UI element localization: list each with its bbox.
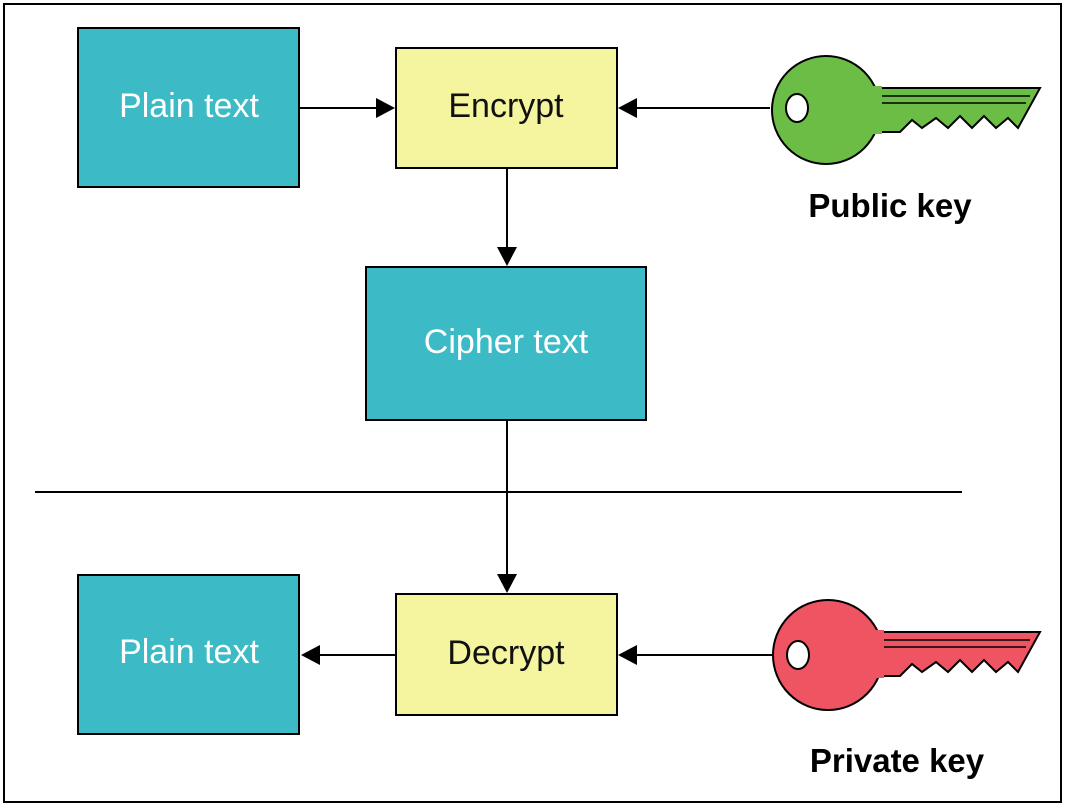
arrowhead-decrypt-right — [618, 645, 637, 665]
node-plain-text-bottom: Plain text — [77, 574, 300, 735]
node-encrypt: Encrypt — [395, 47, 618, 169]
private-key-icon — [772, 599, 1042, 711]
public-key-icon — [771, 55, 1042, 165]
connectors — [299, 107, 772, 656]
arrowhead-cipher-top — [497, 247, 517, 266]
node-plain-text-top: Plain text — [77, 27, 300, 188]
node-decrypt: Decrypt — [395, 593, 618, 716]
node-label: Decrypt — [447, 634, 565, 672]
arrowhead-plain-bottom — [301, 645, 320, 665]
node-label: Cipher text — [424, 323, 589, 361]
arrowhead-encrypt-left — [376, 98, 395, 118]
arrowhead-decrypt-top — [497, 574, 517, 593]
arrowhead-encrypt-right — [618, 98, 637, 118]
node-label: Plain text — [119, 633, 259, 671]
private-key-label: Private key — [810, 742, 985, 779]
node-label: Plain text — [119, 87, 259, 125]
node-label: Encrypt — [448, 87, 564, 125]
arrowheads — [301, 98, 637, 665]
public-key-label: Public key — [808, 187, 972, 224]
node-cipher-text: Cipher text — [365, 266, 647, 421]
